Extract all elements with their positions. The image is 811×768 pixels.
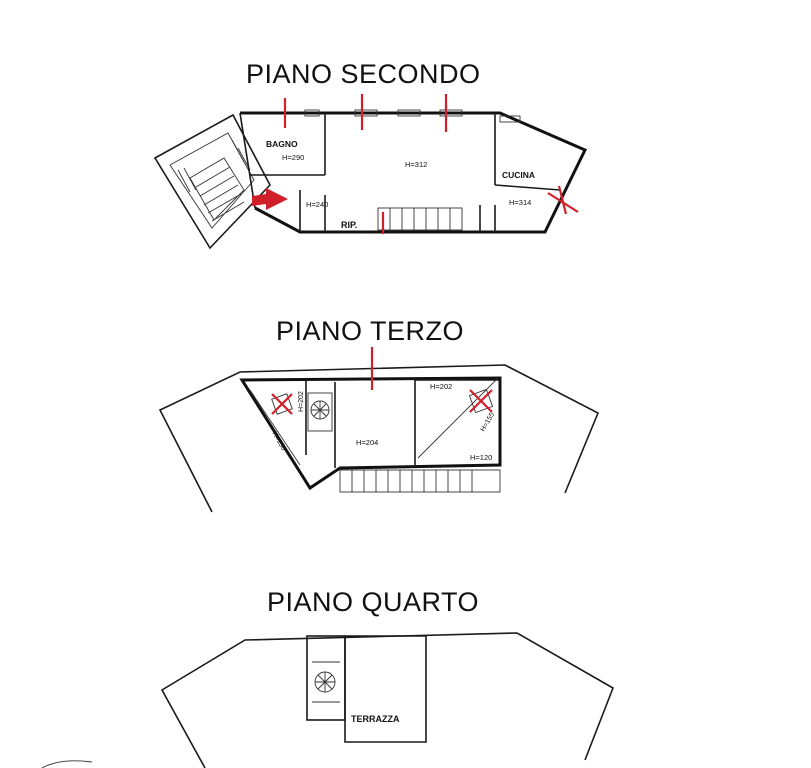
height-label-right-slope: H=155 xyxy=(480,411,497,433)
height-label-cucina: H=314 xyxy=(509,198,531,207)
plan-secondo: BAGNO H=290 H=312 H=240 CUCINA H=314 RIP… xyxy=(153,94,588,250)
room-label-terrazza: TERRAZZA xyxy=(351,714,400,724)
room-label-cucina: CUCINA xyxy=(502,170,535,180)
stairwell-secondo xyxy=(153,113,271,250)
floor-title-quarto: PIANO QUARTO xyxy=(267,587,480,617)
height-label-main: H=312 xyxy=(405,160,427,169)
height-label-middle: H=204 xyxy=(356,438,378,447)
height-label-left-wall: H=202 xyxy=(298,391,305,412)
floor-title-terzo: PIANO TERZO xyxy=(276,316,465,346)
height-label-corridor: H=240 xyxy=(306,200,328,209)
height-label-right-bottom: H=120 xyxy=(470,453,492,462)
height-label-right-top: H=202 xyxy=(430,382,452,391)
spiral-stair-terzo xyxy=(307,392,333,432)
floor-title-secondo: PIANO SECONDO xyxy=(246,59,481,89)
spiral-stair-quarto xyxy=(312,661,340,703)
skylight-left xyxy=(271,393,293,415)
red-markers-secondo xyxy=(283,94,579,234)
entrance-arrow-icon xyxy=(252,188,288,210)
plan-terzo: H=202 H=130 H=204 H=202 H=155 H=120 xyxy=(158,347,600,513)
stair-flight-secondo xyxy=(377,207,463,231)
stair-flight-terzo xyxy=(339,469,501,493)
height-label-bagno: H=290 xyxy=(282,153,304,162)
skylight-right xyxy=(468,388,494,414)
plan-quarto: TERRAZZA xyxy=(41,632,614,768)
room-label-bagno: BAGNO xyxy=(266,139,298,149)
room-label-rip: RIP. xyxy=(341,220,357,230)
